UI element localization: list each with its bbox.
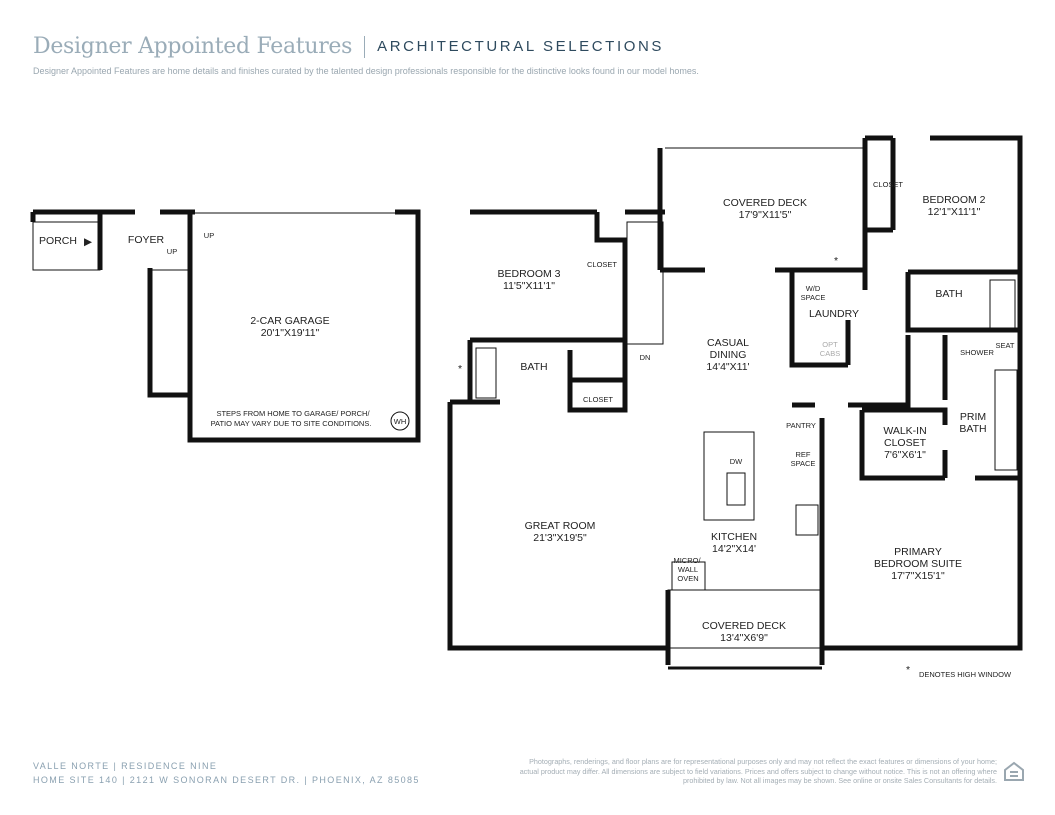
walk-in-closet-label-2: CLOSET [884,437,927,449]
porch-label: PORCH [39,235,77,247]
great-room-dimensions: 21'3"X19'5" [533,532,587,544]
dishwasher-label: DW [730,457,743,466]
kitchen-dimensions: 14'2"X14' [712,543,756,555]
casual-dining-label: CASUAL [707,337,749,349]
wd-space-label: SPACE [801,293,826,302]
wall-label: WALL [678,565,698,574]
prim-bath-label: PRIM [960,411,986,423]
page-subtitle: ARCHITECTURAL SELECTIONS [377,38,665,55]
down-label: DN [640,353,651,362]
prim-bath-label-2: BATH [959,423,986,435]
closet-label-3: CLOSET [873,180,903,189]
garage-dimensions: 20'1"X19'11" [261,327,320,339]
walls [30,135,1023,665]
primary-suite-dimensions: 17'7"X15'1" [891,570,945,582]
oven-label: OVEN [677,574,698,583]
legend-star: * [906,664,910,676]
garage-note-2: PATIO MAY VARY DUE TO SITE CONDITIONS. [211,419,372,428]
home-site-address: HOME SITE 140 | 2121 W SONORAN DESERT DR… [33,775,420,785]
closet-label-2: CLOSET [583,395,613,404]
pantry-label: PANTRY [786,421,816,430]
covered-deck-bottom-label: COVERED DECK [702,620,786,632]
community-name: VALLE NORTE | RESIDENCE NINE [33,761,218,771]
high-window-marker-2: * [834,255,838,267]
header-description: Designer Appointed Features are home det… [33,66,699,76]
seat-label: SEAT [995,341,1014,350]
header: Designer Appointed Features ARCHITECTURA… [33,34,664,59]
up-label: UP [204,231,214,240]
high-window-legend: DENOTES HIGH WINDOW [919,670,1012,679]
shower-label: SHOWER [960,348,994,357]
walk-in-closet-dimensions: 7'6"X6'1" [884,449,926,461]
covered-deck-top-dimensions: 17'9"X11'5" [739,209,792,221]
great-room-label: GREAT ROOM [525,520,596,532]
cabs-label: CABS [820,349,840,358]
opt-label: OPT [822,340,838,349]
micro-label: MICRO/ [673,556,701,565]
bedroom-2-label: BEDROOM 2 [922,194,985,206]
divider [364,35,366,58]
garage-label: 2-CAR GARAGE [250,315,329,327]
walk-in-closet-label: WALK-IN [883,425,926,437]
covered-deck-bottom-dimensions: 13'4"X6'9" [720,632,768,644]
plan-labels: PORCH ▶ FOYER UP UP 2-CAR GARAGE 20'1"X1… [39,180,1015,679]
water-heater-label: WH [394,417,407,426]
ref-space-label: SPACE [791,459,816,468]
equal-housing-icon [1004,761,1024,781]
covered-deck-top-label: COVERED DECK [723,197,807,209]
casual-dining-dimensions: 14'4"X11' [706,361,749,373]
high-window-marker: * [458,363,462,375]
legal-disclaimer: Photographs, renderings, and floor plans… [519,757,997,785]
foyer-label: FOYER [128,234,165,246]
ref-label: REF [796,450,811,459]
bath-2-label: BATH [935,288,962,300]
closet-label: CLOSET [587,260,617,269]
arrow-right-icon: ▶ [84,236,93,248]
bedroom-2-dimensions: 12'1"X11'1" [928,206,981,218]
up-label-2: UP [167,247,177,256]
garage-note: STEPS FROM HOME TO GARAGE/ PORCH/ [216,409,370,418]
casual-dining-label-2: DINING [710,349,747,361]
fixtures [32,147,1018,670]
bedroom-3-label: BEDROOM 3 [497,268,560,280]
primary-suite-label-2: BEDROOM SUITE [874,558,962,570]
laundry-label: LAUNDRY [809,308,859,320]
bedroom-3-dimensions: 11'5"X11'1" [503,280,555,292]
kitchen-label: KITCHEN [711,531,757,543]
wd-label: W/D [806,284,821,293]
page-title: Designer Appointed Features [33,34,353,59]
primary-suite-label: PRIMARY [894,546,942,558]
bath-label: BATH [520,361,547,373]
